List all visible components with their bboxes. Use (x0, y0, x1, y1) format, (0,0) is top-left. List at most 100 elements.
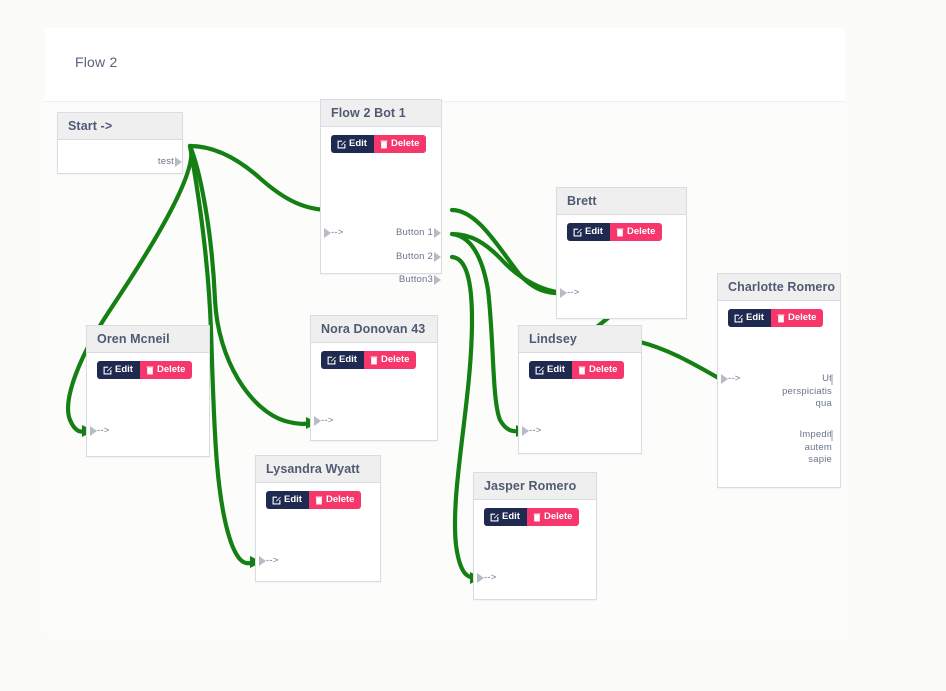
port-out-test-label: test (157, 156, 174, 167)
edit-button[interactable]: Edit (97, 361, 140, 379)
node-lindsey-title: Lindsey (519, 326, 641, 353)
edit-pencil-icon (573, 228, 582, 236)
port-in-jasper-label: --> (484, 572, 497, 583)
edit-button-label: Edit (502, 511, 520, 522)
trash-icon (370, 356, 378, 364)
trash-icon (578, 366, 586, 374)
port-out-marker-icon (175, 157, 182, 167)
delete-button-label: Delete (325, 494, 355, 505)
node-jasper-title: Jasper Romero (474, 473, 596, 500)
node-jasper-romero[interactable]: Jasper Romero Edit Delete --> (473, 472, 597, 600)
edit-button[interactable]: Edit (321, 351, 364, 369)
node-lindsey[interactable]: Lindsey Edit Delete --> (518, 325, 642, 454)
edit-pencil-icon (103, 366, 112, 374)
port-out-button3-label: Button3 (398, 274, 433, 285)
edit-pencil-icon (327, 356, 336, 364)
port-in-lindsey[interactable]: --> (522, 425, 542, 436)
port-in-lindsey-label: --> (529, 425, 542, 436)
port-out-charlotte-1[interactable]: Ut perspiciatis qua (782, 373, 833, 411)
port-out-charlotte-2[interactable]: Impedit autem sapie (799, 429, 833, 467)
port-out-charlotte-1-line3: qua (815, 398, 832, 409)
delete-button[interactable]: Delete (571, 361, 625, 379)
node-start[interactable]: Start -> test (57, 112, 183, 174)
edit-button[interactable]: Edit (331, 135, 374, 153)
edit-button[interactable]: Edit (266, 491, 309, 509)
delete-button-label: Delete (787, 312, 817, 323)
port-out-button3[interactable]: Button3 (398, 274, 441, 285)
edit-button-label: Edit (284, 494, 302, 505)
edit-button-label: Edit (115, 364, 133, 375)
node-oren-mcneil[interactable]: Oren Mcneil Edit Delete --> (86, 325, 210, 457)
port-in-nora[interactable]: --> (314, 415, 333, 426)
delete-button[interactable]: Delete (526, 508, 580, 526)
node-oren-body: Edit Delete --> (87, 353, 209, 453)
delete-button[interactable]: Delete (139, 361, 193, 379)
node-lindsey-body: Edit Delete --> (519, 353, 641, 450)
delete-button[interactable]: Delete (609, 223, 663, 241)
port-out-test[interactable]: test (157, 156, 182, 167)
node-nora-body: Edit Delete --> (311, 343, 437, 437)
node-lindsey-actions: Edit Delete (519, 353, 641, 379)
node-flow2bot1[interactable]: Flow 2 Bot 1 Edit Delete --> Button 1 (320, 99, 442, 285)
port-in-jasper[interactable]: --> (477, 572, 497, 583)
port-out-button1[interactable]: Button 1 (396, 227, 441, 238)
port-in-oren[interactable]: --> (90, 425, 110, 436)
port-out-tick-icon (831, 430, 833, 441)
delete-button[interactable]: Delete (770, 309, 824, 327)
port-in-marker-icon (477, 573, 484, 583)
port-out-charlotte-2-line3: sapie (808, 454, 832, 465)
node-brett[interactable]: Brett Edit Delete --> (556, 187, 687, 319)
port-in-marker-icon (314, 416, 321, 426)
node-oren-actions: Edit Delete (87, 353, 209, 379)
port-out-charlotte-2-line2: autem (804, 441, 832, 453)
port-out-charlotte-1-line2: perspiciatis (782, 385, 832, 397)
trash-icon (533, 513, 541, 521)
node-charlotte-actions: Edit Delete (718, 301, 840, 327)
port-in-marker-icon (324, 228, 331, 238)
port-in-lysandra-label: --> (266, 555, 279, 566)
node-start-title: Start -> (58, 113, 182, 140)
page-title: Flow 2 (75, 54, 118, 70)
node-oren-title: Oren Mcneil (87, 326, 209, 353)
edit-pencil-icon (535, 366, 544, 374)
node-charlotte-title: Charlotte Romero (718, 274, 840, 301)
edit-button[interactable]: Edit (484, 508, 527, 526)
node-charlotte-romero[interactable]: Charlotte Romero Edit Delete --> Ut pers… (717, 273, 841, 488)
node-brett-actions: Edit Delete (557, 215, 686, 241)
port-in-lysandra[interactable]: --> (259, 555, 279, 566)
edit-button[interactable]: Edit (728, 309, 771, 327)
edit-button[interactable]: Edit (529, 361, 572, 379)
trash-icon (616, 228, 624, 236)
edit-button-label: Edit (547, 364, 565, 375)
edit-pencil-icon (337, 140, 346, 148)
port-in-brett[interactable]: --> (560, 287, 580, 298)
edit-button-label: Edit (585, 226, 603, 237)
delete-button[interactable]: Delete (363, 351, 417, 369)
port-out-marker-icon (434, 275, 441, 285)
port-out-charlotte-2-line1: Impedit (799, 429, 832, 440)
port-out-marker-icon (434, 252, 441, 262)
node-lysandra-wyatt[interactable]: Lysandra Wyatt Edit Delete --> (255, 455, 381, 582)
port-out-button1-label: Button 1 (396, 227, 433, 238)
port-in-oren-label: --> (97, 425, 110, 436)
port-in-brett-label: --> (567, 287, 580, 298)
port-in-charlotte[interactable]: --> (721, 373, 740, 384)
port-out-charlotte-1-line1: Ut (822, 373, 832, 384)
edit-pencil-icon (734, 314, 743, 322)
port-in-bot[interactable]: --> (324, 227, 344, 238)
node-lysandra-actions: Edit Delete (256, 483, 380, 509)
edit-button[interactable]: Edit (567, 223, 610, 241)
node-flow2bot1-body: Edit Delete --> Button 1 Button 2 But (321, 127, 441, 285)
node-brett-body: Edit Delete --> (557, 215, 686, 315)
delete-button[interactable]: Delete (373, 135, 427, 153)
node-lysandra-body: Edit Delete --> (256, 483, 380, 578)
trash-icon (315, 496, 323, 504)
node-nora-donovan[interactable]: Nora Donovan 43 Edit Delete --> (310, 315, 438, 441)
port-in-marker-icon (90, 426, 97, 436)
port-out-button2[interactable]: Button 2 (396, 251, 441, 262)
port-in-bot-label: --> (331, 227, 344, 238)
delete-button[interactable]: Delete (308, 491, 362, 509)
port-in-marker-icon (560, 288, 567, 298)
delete-button-label: Delete (626, 226, 656, 237)
edit-button-label: Edit (339, 354, 357, 365)
